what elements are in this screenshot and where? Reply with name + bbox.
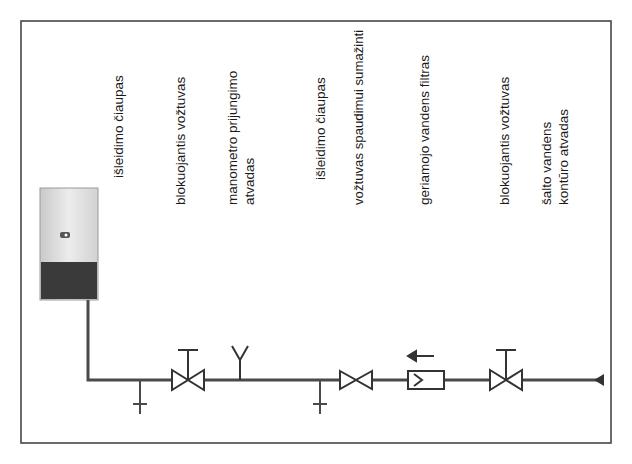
part-label: išleidimo čiaupas bbox=[110, 75, 127, 178]
water-heater bbox=[40, 188, 98, 300]
water-filter bbox=[408, 351, 444, 389]
part-label: šalto vandens kontūro atvadas bbox=[538, 85, 572, 205]
part-label: manometro prijungimo atvadas bbox=[224, 65, 258, 205]
drain-tap bbox=[133, 380, 327, 414]
part-label: blokuojantis vožtuvas bbox=[496, 77, 513, 205]
inlet-arrow bbox=[594, 374, 604, 386]
part-label: geriamojo vandens filtras bbox=[416, 55, 433, 205]
pressure-reducing-valve bbox=[340, 371, 372, 389]
part-label: blokuojantis vožtuvas bbox=[172, 77, 189, 205]
frame bbox=[21, 21, 611, 443]
part-label: vožtuvas spaudimui sumažinti bbox=[350, 30, 367, 205]
manometer-port bbox=[232, 346, 248, 380]
blocking-valve bbox=[490, 350, 522, 390]
blocking-valve bbox=[172, 350, 204, 390]
pipe bbox=[88, 300, 604, 380]
part-label: išleidimo čiaupas bbox=[312, 77, 329, 180]
